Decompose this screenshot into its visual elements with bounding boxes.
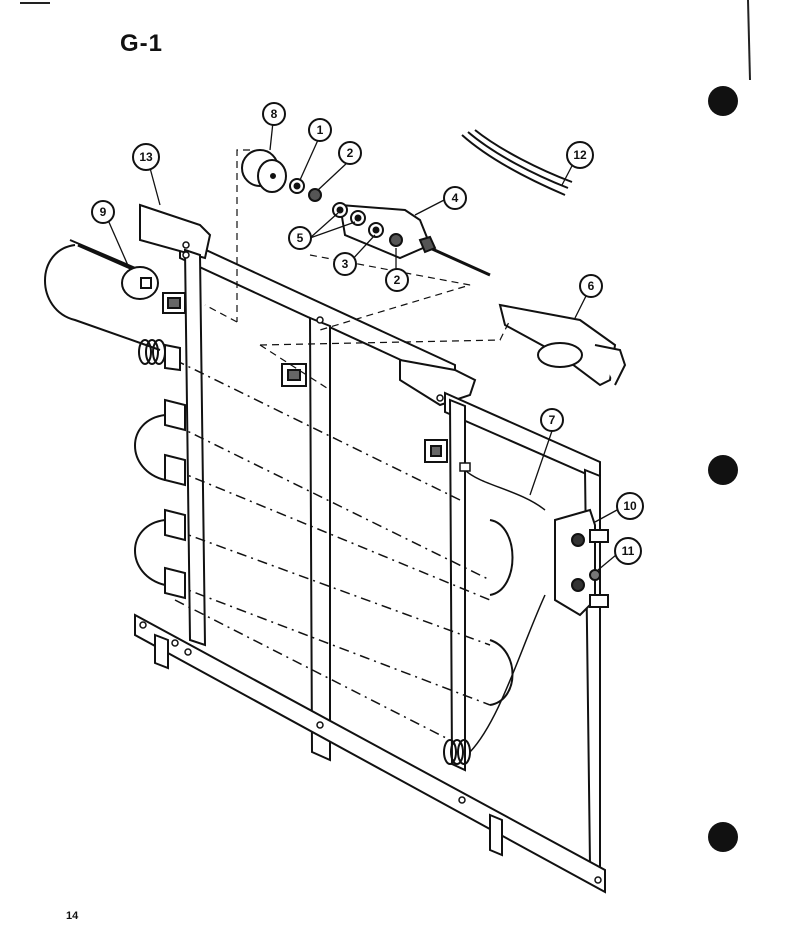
thermostat-knob — [77, 243, 159, 300]
element-dashed-runs — [174, 359, 491, 741]
insulator-blocks — [162, 292, 448, 463]
callout-2-bottom: 2 — [394, 273, 401, 287]
leader-lines — [107, 121, 618, 571]
rail-holes — [139, 241, 602, 884]
callout-11: 11 — [622, 544, 635, 558]
callout-5: 5 — [297, 231, 304, 245]
binder-hole-bottom — [708, 822, 738, 852]
page-title: G-1 — [120, 30, 164, 57]
callout-6: 6 — [588, 279, 595, 293]
callout-8: 8 — [271, 107, 278, 121]
binder-hole-middle — [708, 455, 738, 485]
scan-edge-marks — [20, 0, 751, 81]
callout-7: 7 — [549, 413, 556, 427]
element-clips — [164, 343, 186, 600]
callout-12: 12 — [573, 148, 587, 162]
wire-harness — [461, 129, 573, 196]
knob-cap — [241, 149, 287, 193]
callout-bubbles — [91, 102, 644, 565]
lead-wire — [459, 462, 546, 753]
terminal-springs — [138, 339, 471, 765]
limit-switch — [498, 303, 627, 387]
callout-3: 3 — [342, 257, 349, 271]
heater-frame — [134, 203, 606, 894]
callout-10: 10 — [623, 499, 637, 513]
callout-4: 4 — [452, 191, 459, 205]
callout-labels: 1 2 2 3 4 5 6 7 8 9 10 11 12 13 — [100, 107, 637, 558]
callout-1: 1 — [317, 123, 324, 137]
callout-9: 9 — [100, 205, 107, 219]
heating-element — [44, 239, 514, 706]
washers-and-nuts — [289, 178, 403, 247]
terminal-block — [554, 508, 609, 617]
callout-2-top: 2 — [347, 146, 354, 160]
binder-hole-top — [708, 86, 738, 116]
assembly-guides — [204, 149, 511, 391]
callout-13: 13 — [139, 150, 153, 164]
page-number: 14 — [66, 910, 79, 922]
